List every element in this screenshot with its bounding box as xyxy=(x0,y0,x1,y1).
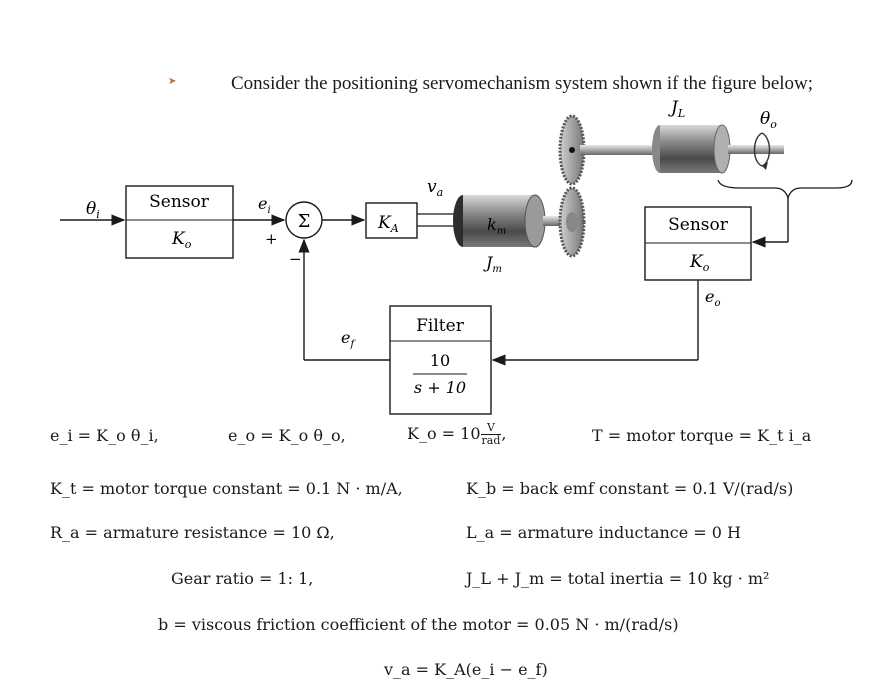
ei-definition: e_i = K_o θ_i, xyxy=(50,426,159,445)
load-output-shaft xyxy=(728,145,784,154)
km-label: km xyxy=(487,215,506,237)
la-definition: L_a = armature inductance = 0 H xyxy=(466,523,742,542)
ko-value-lhs: K_o = 10 xyxy=(407,424,481,443)
amplifier-block xyxy=(365,202,418,239)
rotation-arrowhead-icon xyxy=(762,162,768,170)
amplifier-gain: KA xyxy=(377,213,399,235)
torque-definition: T = motor torque = K_t i_a xyxy=(592,426,812,445)
input-sensor-title: Sensor xyxy=(149,192,210,212)
friction-definition: b = viscous friction coefficient of the … xyxy=(158,615,679,634)
output-sensor-title: Sensor xyxy=(668,215,729,235)
eo-definition: e_o = K_o θ_o, xyxy=(228,426,346,445)
output-sensor-gain: Ko xyxy=(689,252,710,274)
input-sensor-block xyxy=(125,185,234,259)
sum-symbol: Σ xyxy=(298,211,311,232)
output-brace xyxy=(717,179,853,201)
ra-definition: R_a = armature resistance = 10 Ω, xyxy=(50,523,335,542)
lower-gear-hub xyxy=(566,212,578,232)
problem-heading: Consider the positioning servomechanism … xyxy=(231,73,814,94)
filter-block xyxy=(389,305,492,415)
upper-gear-hub xyxy=(569,147,575,153)
filter-denominator: s + 10 xyxy=(414,378,466,397)
jl-label: JL xyxy=(668,98,685,120)
load-front-face xyxy=(713,124,731,174)
motor-front-face xyxy=(524,194,546,248)
load-inertia xyxy=(660,125,722,173)
total-inertia: J_L + J_m = total inertia = 10 kg · m² xyxy=(466,569,770,588)
minus-sign: − xyxy=(289,250,302,268)
ef-label: ef xyxy=(341,328,356,350)
ei-label: ei xyxy=(258,194,271,216)
motor-body xyxy=(463,195,535,247)
servo-block-diagram: θi Sensor Ko ei + − Σ KA va km Jm JL θo xyxy=(60,98,853,415)
gear-ratio: Gear ratio = 1: 1, xyxy=(171,569,314,588)
va-label: va xyxy=(427,177,443,199)
output-shaft xyxy=(580,145,656,155)
jm-label: Jm xyxy=(483,253,502,275)
arrow-mark-icon: ➤ xyxy=(168,76,177,87)
kb-definition: K_b = back emf constant = 0.1 V/(rad/s) xyxy=(466,479,794,498)
plus-sign: + xyxy=(265,230,278,248)
filter-numerator: 10 xyxy=(430,351,450,370)
va-definition: v_a = K_A(e_i − e_f) xyxy=(384,660,548,679)
kt-definition: K_t = motor torque constant = 0.1 N · m/… xyxy=(50,479,403,498)
filter-title: Filter xyxy=(416,316,465,336)
motor-shaft xyxy=(543,216,571,226)
input-sensor-gain: Ko xyxy=(171,229,192,251)
theta-o-label: θo xyxy=(760,109,777,131)
theta-i-label: θi xyxy=(86,199,100,221)
eo-label: eo xyxy=(705,287,721,309)
